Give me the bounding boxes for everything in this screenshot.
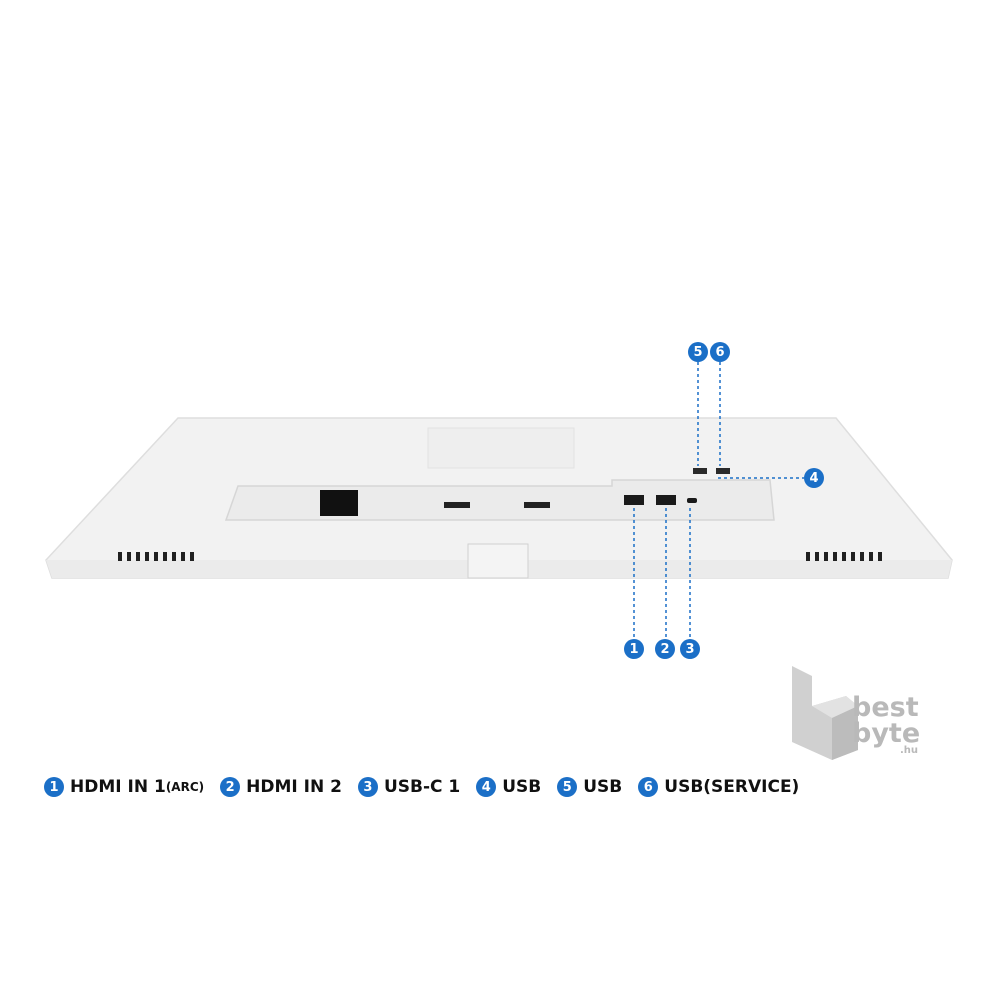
port-legend: 1 HDMI IN 1 (ARC) 2 HDMI IN 2 3 USB-C 1 … <box>44 774 815 800</box>
legend-badge: 3 <box>357 777 378 797</box>
legend-item-hdmi-1: 1 HDMI IN 1 (ARC) <box>44 777 204 797</box>
legend-label: HDMI IN 2 <box>246 777 342 797</box>
vesa-plate <box>427 427 575 469</box>
callout-badge-1: 1 <box>624 639 644 659</box>
vent-right <box>806 552 882 561</box>
usb-c-port <box>687 498 697 503</box>
callout-badge-5: 5 <box>688 342 708 362</box>
legend-label: USB <box>583 777 623 797</box>
callout-badge-4: 4 <box>804 468 824 488</box>
power-socket <box>320 490 358 516</box>
legend-item-usb-service: 6 USB(SERVICE) <box>638 777 799 797</box>
callout-badge-2: 2 <box>655 639 675 659</box>
legend-badge: 2 <box>220 777 241 797</box>
legend-item-usb-4: 4 USB <box>476 777 541 797</box>
legend-label: USB-C 1 <box>383 777 461 797</box>
bestbyte-logo-icon <box>792 666 858 760</box>
usb-port-6 <box>716 468 730 474</box>
callout-lines <box>633 362 804 638</box>
legend-item-usb-c: 3 USB-C 1 <box>357 777 461 797</box>
legend-badge: 4 <box>476 777 497 797</box>
legend-badge: 1 <box>44 777 64 797</box>
legend-item-usb-5: 5 USB <box>557 777 622 797</box>
connector-bay <box>224 479 775 521</box>
stand-slot <box>444 502 470 508</box>
legend-badge: 6 <box>638 777 659 797</box>
watermark-logo: best byte .hu <box>790 662 940 762</box>
stand-slot <box>524 502 550 508</box>
callout-badge-3: 3 <box>680 639 700 659</box>
stand-hinge <box>467 543 529 579</box>
legend-sublabel: (ARC) <box>165 780 205 794</box>
legend-label: HDMI IN 1 <box>70 777 166 797</box>
legend-badge: 5 <box>557 777 578 797</box>
legend-item-hdmi-2: 2 HDMI IN 2 <box>220 777 342 797</box>
legend-label: USB <box>502 777 542 797</box>
vent-left <box>118 552 194 561</box>
hdmi-port-2 <box>656 495 676 505</box>
legend-label: USB(SERVICE) <box>664 777 800 797</box>
hdmi-port-1 <box>624 495 644 505</box>
usb-port-5 <box>693 468 707 474</box>
callout-badge-6: 6 <box>710 342 730 362</box>
